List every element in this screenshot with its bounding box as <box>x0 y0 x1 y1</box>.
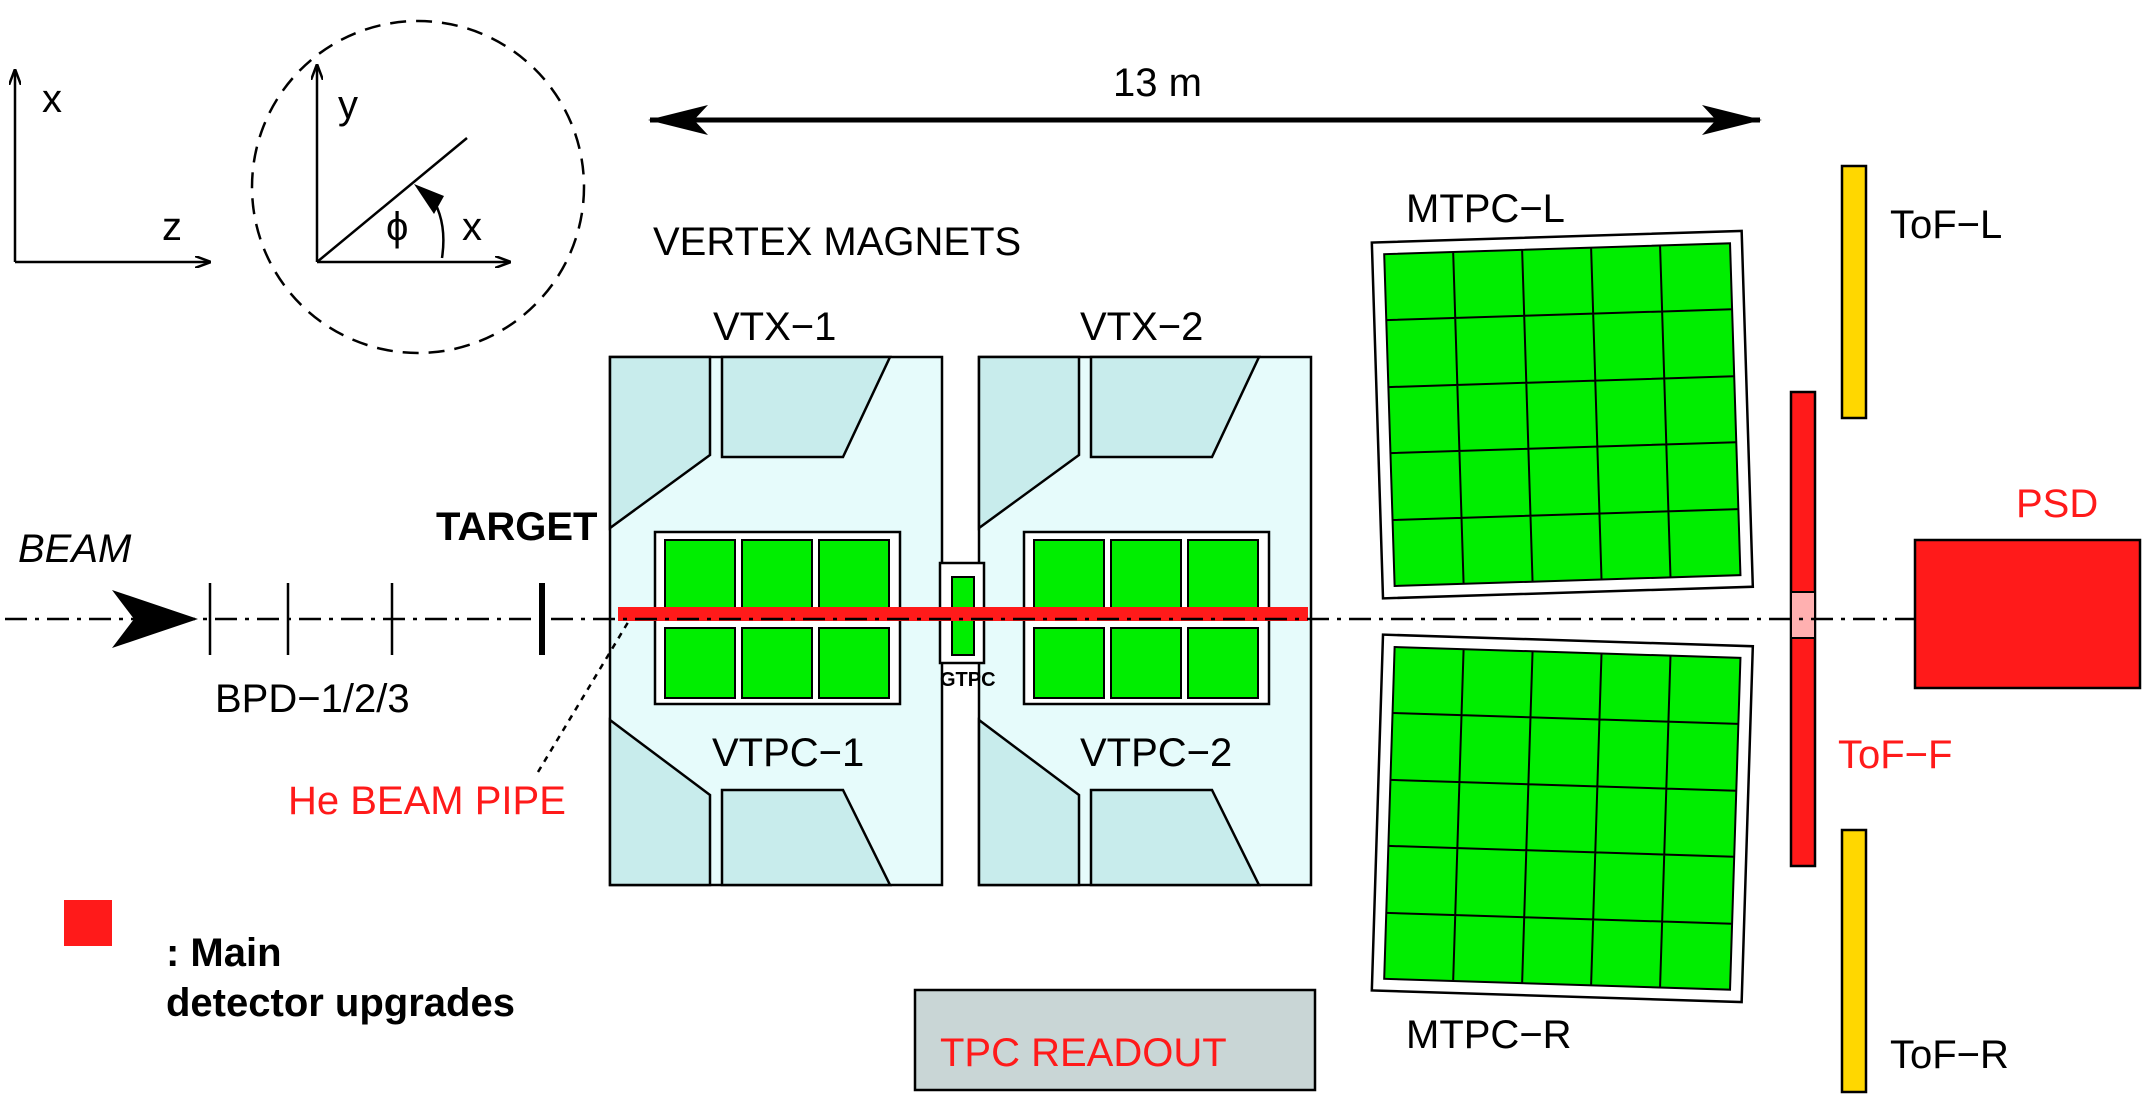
he-beam-pipe <box>618 607 1308 621</box>
vtpc2-cell <box>1110 539 1182 611</box>
mtpc-r-grid <box>1386 649 1739 988</box>
vtpc2-cell <box>1033 539 1105 611</box>
vtx2-label: VTX−2 <box>1080 305 1203 349</box>
legend-line2: detector upgrades <box>166 981 515 1025</box>
vtx1-corner-bottom <box>608 717 712 887</box>
vertex-magnets-label: VERTEX MAGNETS <box>653 220 1021 264</box>
vtx2-corner-bottom <box>977 717 1081 887</box>
vtpc1-label: VTPC−1 <box>712 731 864 775</box>
length-indicator: 13 m <box>648 61 1762 135</box>
psd-label: PSD <box>2016 482 2098 526</box>
vtx2-yoke-top <box>1089 355 1261 459</box>
vtx2-yoke-bottom <box>1089 788 1262 887</box>
he-beam-pipe-label: He BEAM PIPE <box>288 779 566 823</box>
vtpc2-cell <box>1187 539 1259 611</box>
vtpc1-cell <box>664 539 736 611</box>
vtx2-corner-top <box>977 355 1081 531</box>
mtpc-l-label: MTPC−L <box>1406 187 1565 231</box>
target-label: TARGET <box>436 505 597 549</box>
vtpc2-label: VTPC−2 <box>1080 731 1232 775</box>
vtpc2-cell <box>1033 627 1105 699</box>
coordinate-axes-xz: x z <box>15 70 210 262</box>
mtpc-r <box>1370 633 1755 1004</box>
bpd-label: BPD−1/2/3 <box>215 677 410 721</box>
legend-swatch <box>64 900 112 946</box>
tof-f-label: ToF−F <box>1838 733 1952 777</box>
vtpc1-cell <box>741 627 813 699</box>
tof-l-label: ToF−L <box>1890 203 2002 247</box>
axis-x-label: x <box>42 77 62 121</box>
phi-arrow-icon <box>414 184 444 214</box>
vtpc1-cell <box>818 539 890 611</box>
tpc-readout-label: TPC READOUT <box>940 1031 1227 1075</box>
mtpc-r-chamber <box>1383 645 1742 991</box>
tpc-readout-box <box>913 988 1317 1092</box>
phi-label: ϕ <box>386 205 408 249</box>
beam-arrow-icon <box>112 590 198 648</box>
mtpc-r-label: MTPC−R <box>1406 1013 1572 1057</box>
vtpc1-cell <box>741 539 813 611</box>
legend-line1: : Main <box>166 931 282 975</box>
tof-l-wall <box>1840 164 1868 420</box>
he-beam-pipe-pointer <box>536 618 632 773</box>
vtpc2-cell <box>1110 627 1182 699</box>
vtpc2-cell <box>1187 627 1259 699</box>
length-label: 13 m <box>1113 61 1202 105</box>
mtpc-l <box>1370 229 1755 600</box>
beam-label: BEAM <box>18 527 132 571</box>
vtx1-yoke-top <box>720 355 892 459</box>
tof-f-beam-hole <box>1790 591 1816 639</box>
axis-x-label-circle: x <box>462 205 482 249</box>
dashed-circle <box>250 19 586 355</box>
axis-z-label: z <box>162 205 182 249</box>
tof-r-wall <box>1840 828 1868 1094</box>
vtx1-label: VTX−1 <box>713 305 836 349</box>
radial-line <box>316 137 468 263</box>
gtpc-label: GTPC <box>940 669 996 691</box>
axis-y-label: y <box>338 83 358 127</box>
vtpc1-cell <box>664 627 736 699</box>
mtpc-l-chamber <box>1383 242 1742 588</box>
vtx1-corner-top <box>608 355 712 531</box>
coordinate-frame-circle: y x ϕ <box>250 19 586 355</box>
vtx1-yoke-bottom <box>720 788 893 887</box>
psd-block <box>1913 538 2142 690</box>
vtpc1-cell <box>818 627 890 699</box>
tof-r-label: ToF−R <box>1890 1033 2009 1077</box>
mtpc-l-grid <box>1386 245 1739 584</box>
